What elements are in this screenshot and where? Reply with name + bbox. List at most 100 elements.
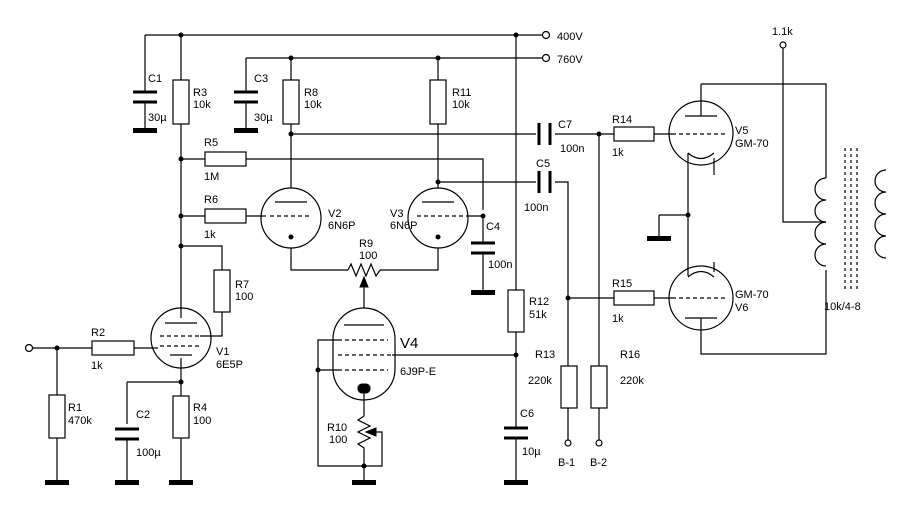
r12-value: 51k — [529, 309, 547, 321]
r11-name: R11 — [452, 87, 471, 99]
v3-name: V3 — [390, 208, 403, 220]
v6-name: V6 — [735, 302, 748, 314]
v3-type: 6N6P — [390, 220, 418, 232]
c3-name: C3 — [254, 73, 268, 85]
r7-value: 100 — [235, 291, 253, 303]
r6-value: 1k — [204, 229, 216, 241]
r9-value: 100 — [359, 250, 377, 262]
c4-value: 100n — [488, 259, 512, 271]
r15-name: R15 — [612, 278, 632, 290]
ground-icon — [504, 480, 528, 485]
capacitor-c1: C1 30µ — [133, 35, 167, 133]
potentiometer-r10: R10 100 — [327, 415, 377, 485]
r15-value: 1k — [612, 313, 624, 325]
c1-value: 30µ — [148, 112, 167, 124]
c4-name: C4 — [486, 221, 500, 233]
ground-icon — [647, 236, 671, 241]
r14-name: R14 — [612, 114, 632, 126]
r6-name: R6 — [204, 194, 218, 206]
terminal-760v[interactable] — [541, 53, 551, 63]
r1-name: R1 — [68, 402, 82, 414]
r3-value: 10k — [193, 99, 211, 111]
r4-value: 100 — [193, 415, 211, 427]
capacitor-c4: C4 100n — [468, 213, 512, 295]
c5-value: 100n — [524, 202, 548, 214]
r16-value: 220k — [620, 375, 644, 387]
ground-icon — [169, 480, 193, 485]
r16-name: R16 — [620, 349, 640, 361]
coupling-caps: C7 100n C5 100n — [524, 119, 584, 214]
resistor-r15 — [613, 290, 655, 306]
cathode-network-v1: C2 100µ R4 100 — [115, 395, 211, 485]
bias-terminal-b2[interactable] — [595, 439, 603, 447]
c7-name: C7 — [558, 119, 572, 131]
tube-v5: V5 GM-70 — [668, 83, 827, 215]
r11-value: 10k — [452, 99, 470, 111]
input-terminal[interactable] — [24, 343, 34, 353]
ground-icon — [352, 480, 376, 485]
r10-name: R10 — [327, 422, 347, 434]
v1-type: 6E5P — [216, 359, 243, 371]
c6-value: 10µ — [522, 446, 541, 458]
label-760v: 760V — [557, 54, 583, 66]
r2-value: 1k — [91, 360, 103, 372]
r14-value: 1k — [612, 147, 624, 159]
ground-icon — [45, 480, 69, 485]
output-transformer: 1.1k 10k/4-8 — [772, 26, 887, 313]
resistor-r11 — [429, 79, 447, 125]
v5-type: GM-70 — [735, 138, 769, 150]
c7-value: 100n — [560, 143, 584, 155]
label-1k1: 1.1k — [772, 26, 793, 38]
r10-value: 100 — [329, 434, 347, 446]
v3-stage: R11 10k V3 6N6P — [380, 58, 569, 398]
v5-name: V5 — [735, 125, 748, 137]
c5-name: C5 — [536, 158, 550, 170]
b2-label: B-2 — [590, 457, 607, 469]
resistor-r7 — [213, 269, 231, 313]
resistor-r1 — [48, 394, 66, 439]
r8-value: 10k — [304, 99, 322, 111]
v2-type: 6N6P — [328, 220, 356, 232]
v6-type: GM-70 — [735, 289, 769, 301]
grid-leak-network: R13 220k B-1 R16 220k B-2 — [528, 131, 644, 469]
tube-v1: V1 6E5P — [150, 307, 243, 371]
r3-name: R3 — [193, 87, 207, 99]
v2-name: V2 — [328, 208, 341, 220]
c6-name: C6 — [520, 408, 534, 420]
r12-name: R12 — [529, 296, 549, 308]
terminal-1k1[interactable] — [779, 41, 787, 49]
filament-wiring — [647, 212, 691, 276]
v1-branch-wires — [126, 35, 484, 424]
c2-value: 100µ — [136, 447, 161, 459]
resistor-r14 — [613, 126, 655, 142]
screen-supply: R12 51k C6 10µ — [504, 35, 549, 485]
v4-type: 6J9P-E — [400, 366, 436, 378]
r8-name: R8 — [304, 87, 318, 99]
resistor-r5 — [204, 151, 247, 167]
resistor-r16 — [590, 365, 608, 409]
ground-icon — [471, 290, 495, 295]
r5-name: R5 — [204, 137, 218, 149]
r4-name: R4 — [193, 402, 207, 414]
input-network: R2 1k R1 470k — [24, 327, 158, 485]
r13-value: 220k — [528, 375, 552, 387]
tube-v4: V4 6J9P-E — [315, 307, 516, 467]
bias-terminal-b1[interactable] — [564, 439, 572, 447]
r5-value: 1M — [204, 171, 219, 183]
c3-value: 30µ — [254, 112, 273, 124]
resistor-r8 — [282, 79, 300, 125]
label-400v: 400V — [557, 31, 583, 43]
resistor-r4 — [172, 395, 190, 439]
r7-name: R7 — [235, 279, 249, 291]
capacitor-c3: C3 30µ — [234, 58, 273, 133]
resistor-r13 — [560, 365, 578, 409]
terminal-400v[interactable] — [541, 30, 551, 40]
v4-name: V4 — [400, 335, 418, 352]
r2-name: R2 — [91, 327, 105, 339]
supply-rails: 400V 760V — [145, 30, 583, 66]
resistor-r12 — [507, 289, 525, 333]
r9-name: R9 — [359, 238, 373, 250]
c2-name: C2 — [136, 409, 150, 421]
v1-name: V1 — [216, 346, 229, 358]
